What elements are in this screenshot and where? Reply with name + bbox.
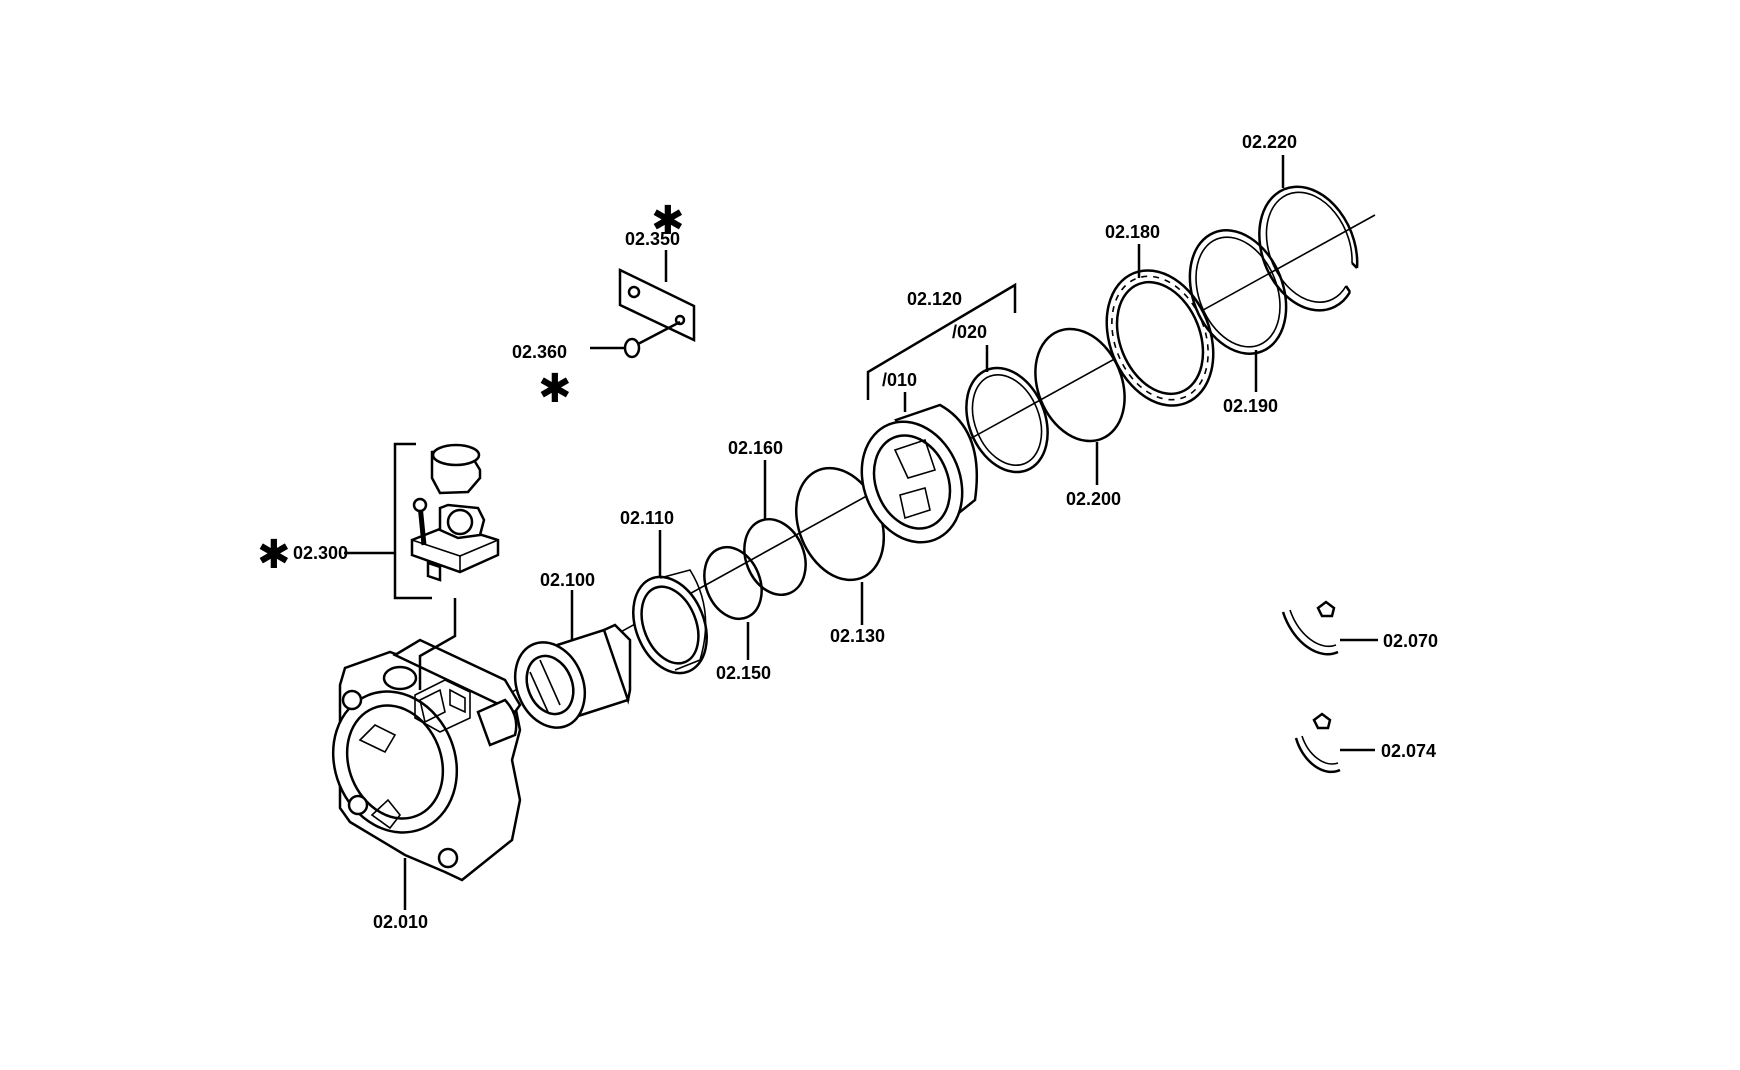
bracket-02-120 xyxy=(866,282,1017,400)
label-02-190: 02.190 xyxy=(1223,396,1278,416)
label-02-074: 02.074 xyxy=(1381,741,1436,761)
label-02-180: 02.180 xyxy=(1105,222,1160,242)
part-ring-02-160 xyxy=(743,517,807,597)
part-ring-02-150 xyxy=(703,545,763,621)
part-plate xyxy=(618,268,696,342)
label-02-130: 02.130 xyxy=(830,626,885,646)
label-02-010: 02.010 xyxy=(373,912,428,932)
label-02-100: 02.100 xyxy=(540,570,595,590)
label-02-160: 02.160 xyxy=(728,438,783,458)
part-bearing xyxy=(513,623,632,729)
part-clamp-02-074 xyxy=(1294,712,1341,774)
part-housing xyxy=(331,638,522,882)
optional-marker-02-360: ✱ xyxy=(538,366,572,412)
connector-sensor-to-housing xyxy=(418,598,457,690)
part-ring-02-190-inner xyxy=(1195,236,1281,348)
label-02-110: 02.110 xyxy=(620,508,674,528)
label-02-120: 02.120 xyxy=(907,289,962,309)
part-sleeve xyxy=(632,569,708,675)
optional-marker-02-300: ✱ xyxy=(257,532,291,578)
label-02-070: 02.070 xyxy=(1383,631,1438,651)
part-sensor-unit xyxy=(393,442,500,600)
part-snap-ring-02-220 xyxy=(1258,185,1359,312)
part-screw xyxy=(623,320,681,359)
label-02-150: 02.150 xyxy=(716,663,771,683)
label-02-360: 02.360 xyxy=(512,342,567,362)
part-piston xyxy=(860,403,979,544)
label-02-200: 02.200 xyxy=(1066,489,1121,509)
part-ring-02-120-020-inner xyxy=(971,374,1043,466)
label-02-350: 02.350 xyxy=(625,229,680,249)
label-02-120-010: /010 xyxy=(882,370,917,390)
label-02-120-020: /020 xyxy=(952,322,987,342)
part-clamp-02-070 xyxy=(1281,600,1339,656)
part-synchro-ring xyxy=(1105,269,1215,407)
optional-marker-02-350: ✱ xyxy=(651,198,685,244)
label-02-300: 02.300 xyxy=(293,543,348,563)
label-02-220: 02.220 xyxy=(1242,132,1297,152)
